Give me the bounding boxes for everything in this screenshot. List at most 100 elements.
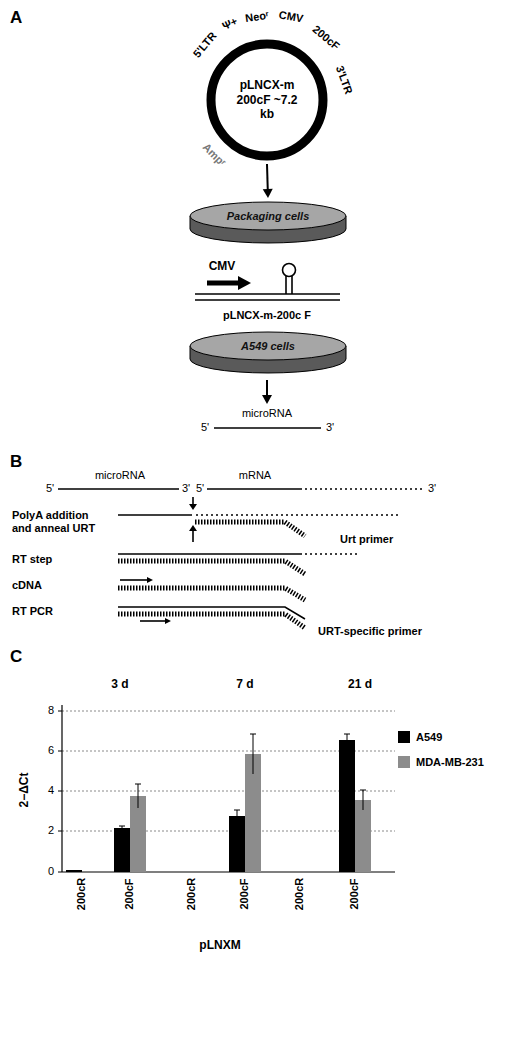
end-label: 5' — [196, 482, 204, 495]
legend: A549MDA-MB-231 — [398, 724, 484, 774]
error-bars-part — [122, 826, 123, 830]
rt-scheme-part — [300, 488, 422, 489]
tick-label: 8 — [48, 704, 54, 717]
panel-letter: A — [10, 8, 22, 28]
category-label: 200cF — [123, 878, 136, 909]
time-point: 3 d — [111, 677, 128, 691]
plasmid-name: pLNCX-m 200cF ~7.2 kb — [231, 78, 303, 121]
tick-label: 4 — [48, 784, 54, 797]
chart-bars-part — [229, 816, 245, 872]
chart-bars-part — [355, 800, 371, 872]
error-bars-part — [347, 734, 348, 746]
rt-scheme-part — [192, 530, 194, 542]
chart-axes-part — [58, 751, 62, 752]
plasmid-element: Ampʳ — [200, 141, 229, 170]
step-label: RT PCR — [12, 605, 53, 618]
construct-drawing-part — [285, 276, 287, 294]
time-point: 7 d — [236, 677, 253, 691]
rt-scheme-part — [118, 514, 192, 516]
error-bars-part — [119, 826, 125, 827]
construct-name: pLNCX-m-200c F — [223, 309, 311, 322]
chart-bars-part — [66, 870, 82, 872]
rt-scheme — [58, 489, 422, 628]
chart-axes-part — [58, 791, 62, 792]
rt-scheme-part — [189, 525, 197, 531]
category-label: 200cR — [75, 878, 88, 910]
rt-scheme-part — [300, 553, 360, 554]
legend-row: MDA-MB-231 — [398, 749, 484, 774]
rt-scheme-part — [189, 504, 197, 510]
rt-scheme-part — [118, 614, 305, 628]
time-point: 21 d — [348, 677, 372, 691]
rt-scheme-part — [58, 488, 179, 490]
chart-bars-part — [339, 740, 355, 872]
chart-axes — [58, 705, 395, 872]
legend-row: A549 — [398, 724, 484, 749]
step-label: PolyA addition and anneal URT — [12, 509, 110, 535]
rt-scheme-part — [118, 588, 305, 600]
primer-label: Urt primer — [340, 533, 393, 546]
category-label: 200cR — [185, 878, 198, 910]
construct-drawing-part — [207, 281, 240, 286]
rt-scheme-part — [165, 618, 171, 624]
chart-grid-part — [62, 711, 395, 712]
dish-top — [190, 332, 346, 360]
end-label: 5' — [46, 482, 54, 495]
flow-arrow — [262, 380, 272, 404]
construct-drawing-part — [195, 299, 340, 301]
rt-scheme-part — [118, 561, 305, 574]
error-bars-part — [138, 784, 139, 808]
rt-scheme-part — [140, 620, 166, 622]
chart-bars — [66, 740, 371, 872]
legend-text: MDA-MB-231 — [416, 756, 484, 768]
error-bars — [119, 734, 366, 830]
error-bars-part — [253, 734, 254, 774]
panel-letter: B — [10, 452, 22, 472]
rt-scheme-part — [207, 488, 300, 490]
end-label: 3' — [428, 482, 436, 495]
end-label: 3' — [182, 482, 190, 495]
error-bars-part — [363, 790, 364, 810]
microrna-strand — [214, 428, 321, 429]
legend-text: A549 — [416, 731, 442, 743]
error-bars-part — [135, 784, 141, 785]
cell-line-name: Packaging cells — [227, 210, 310, 222]
plasmid-element: CMV — [278, 8, 304, 25]
flow-arrow-part — [262, 395, 272, 404]
tick-label: 2 — [48, 824, 54, 837]
strand-label: microRNA — [242, 407, 292, 420]
cell-line-name: A549 cells — [241, 340, 295, 352]
cell-dish: A549 cells — [188, 330, 348, 376]
axis-title: 2−ΔCt — [17, 773, 31, 808]
chart-bars-part — [114, 828, 130, 872]
plasmid-element: 5'LTR — [191, 30, 220, 61]
strand-label: mRNA — [239, 469, 271, 482]
chart-axes-part — [58, 831, 62, 832]
step-label: RT step — [12, 553, 52, 566]
construct-drawing-part — [283, 264, 296, 277]
legend-swatch — [398, 731, 410, 743]
chart-axes-part — [58, 711, 62, 712]
promoter-label: CMV — [209, 259, 236, 273]
category-label: 200cF — [238, 878, 251, 909]
rt-scheme-part — [192, 497, 194, 505]
step-label: cDNA — [12, 579, 42, 592]
construct-drawing-part — [291, 276, 293, 294]
tick-label: 6 — [48, 744, 54, 757]
rt-scheme-part — [195, 522, 305, 536]
error-bars-part — [234, 810, 240, 811]
connector — [266, 164, 269, 190]
construct-drawing-part — [195, 293, 340, 295]
rt-scheme-part — [196, 514, 400, 515]
end-label: 5' — [201, 421, 209, 434]
cell-dish: Packaging cells — [188, 200, 348, 246]
rt-scheme-part — [120, 579, 148, 581]
arrow-head — [263, 189, 273, 198]
plasmid-ring — [211, 44, 323, 156]
node-text-holder: pLNCX-m 200cF ~7.2 kb — [205, 38, 329, 162]
plasmid-element: Neoʳ — [244, 9, 269, 25]
cell-dish-outline — [188, 200, 348, 246]
microrna-strand-part — [214, 427, 321, 429]
error-bars-part — [344, 734, 350, 735]
category-label: 200cF — [348, 878, 361, 909]
